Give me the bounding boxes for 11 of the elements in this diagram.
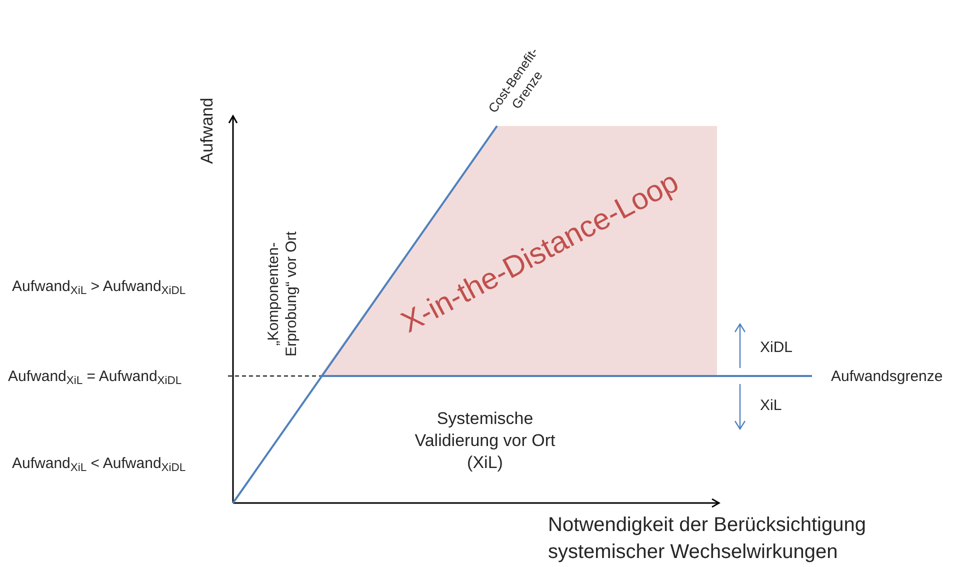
direction-label: XiL bbox=[760, 396, 783, 416]
axis-title: Aufwand bbox=[196, 96, 218, 166]
axis-title: Notwendigkeit der Berücksichtigung systemischer Wechselwirkungen bbox=[548, 513, 867, 565]
region-label: Systemische Validierung vor Ort (XiL) bbox=[414, 408, 556, 474]
shaded-region bbox=[320, 126, 717, 376]
level-label: Aufwand$_{XiL}$ > Aufwand$_{XiDL}$ bbox=[12, 277, 187, 298]
line-label: Aufwandsgrenze bbox=[831, 367, 944, 387]
region-label: „Komponenten-Erprobung“ vor Ort bbox=[265, 230, 301, 359]
direction-label: XiDL bbox=[760, 338, 794, 358]
level-label: Aufwand$_{XiL}$ = Aufwand$_{XiDL}$ bbox=[8, 367, 183, 388]
level-label: Aufwand$_{XiL}$ < Aufwand$_{XiDL}$ bbox=[12, 454, 187, 476]
